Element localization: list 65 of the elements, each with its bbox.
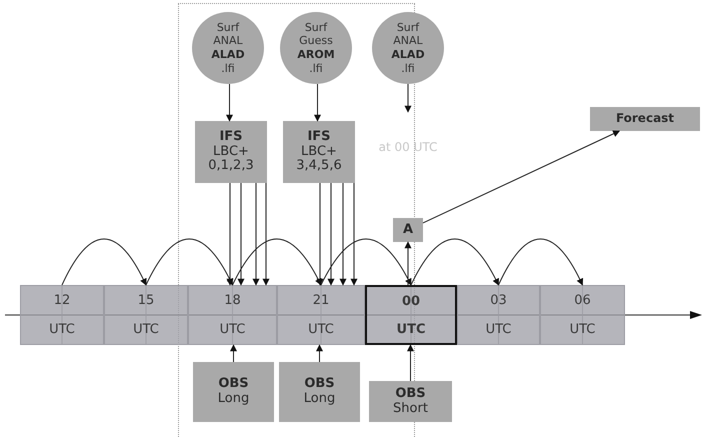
arrow <box>350 182 358 286</box>
process-box <box>393 218 423 242</box>
time-slot-box <box>104 285 188 345</box>
arrow <box>238 182 244 286</box>
arrow <box>252 182 260 286</box>
time-zone-label: UTC <box>570 322 596 337</box>
arrow <box>146 238 233 286</box>
box-heading: OBS <box>304 377 335 392</box>
process-box <box>369 381 452 422</box>
hour-label: 18 <box>224 293 241 308</box>
arrow <box>262 182 270 286</box>
arrow <box>316 344 323 362</box>
box-text: LBC+ 0,1,2,3 <box>207 144 255 174</box>
box-heading: A <box>402 222 414 238</box>
time-zone-label: UTC <box>308 322 334 337</box>
box-heading: OBS <box>395 386 426 402</box>
box-text: Long <box>304 392 336 407</box>
circle-label: Surf Guess AROM .lfi <box>296 20 336 76</box>
time-slot-box <box>457 285 540 345</box>
box-heading: IFS <box>219 130 243 145</box>
time-zone-label: UTC <box>133 322 159 337</box>
arrow <box>407 344 414 382</box>
time-zone-label: UTC <box>486 322 512 337</box>
hour-label: 12 <box>54 293 70 308</box>
box-heading: Forecast <box>616 112 674 126</box>
process-box <box>279 362 360 422</box>
arrow <box>328 182 334 286</box>
arrow <box>314 84 321 122</box>
time-slot-box <box>277 285 365 345</box>
time-zone-label: UTC <box>396 322 426 336</box>
box-text: LBC+ 3,4,5,6 <box>295 144 343 174</box>
arrow <box>316 182 324 286</box>
process-box <box>193 362 274 422</box>
process-box <box>195 121 267 183</box>
process-box <box>283 121 355 183</box>
arrow <box>226 182 234 286</box>
arrow <box>230 344 237 362</box>
arrow <box>498 238 583 286</box>
time-slot-box <box>20 285 104 345</box>
hour-label: 03 <box>490 293 507 308</box>
arrow <box>422 130 620 224</box>
arrow <box>410 238 499 286</box>
process-box <box>590 107 700 131</box>
hour-label: 15 <box>138 293 154 308</box>
time-zone-label: UTC <box>220 322 246 337</box>
hour-label: 00 <box>402 294 420 308</box>
box-heading: OBS <box>218 377 249 392</box>
time-slot-box <box>365 285 457 345</box>
time-slot-box <box>540 285 625 345</box>
time-zone-label: UTC <box>49 322 75 337</box>
box-heading: IFS <box>307 130 331 145</box>
box-text: Short <box>393 402 428 416</box>
hour-label: 06 <box>574 293 591 308</box>
circle-label: Surf ANAL ALAD .lfi <box>210 20 246 76</box>
arrow <box>226 84 233 122</box>
arrow <box>404 241 412 286</box>
time-slot-box <box>188 285 277 345</box>
arrow <box>232 238 322 286</box>
arrow <box>320 238 412 286</box>
box-text: Long <box>218 392 250 407</box>
arrow <box>340 182 346 286</box>
hour-label: 21 <box>312 293 330 308</box>
arrow <box>62 238 146 286</box>
arrow <box>404 84 412 113</box>
circle-label: Surf ANAL ALAD .lfi <box>390 20 426 76</box>
